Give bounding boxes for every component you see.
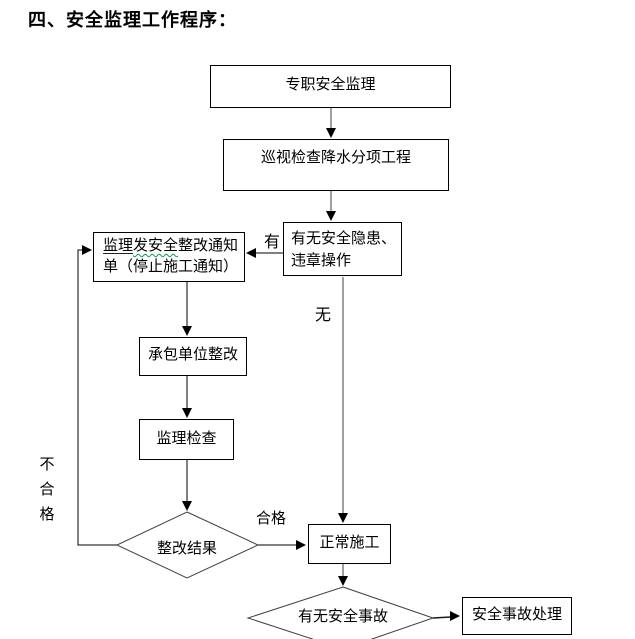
connector-normal-to-accident (338, 564, 348, 586)
flow-node-supervisor-check-label: 监理检查 (156, 431, 217, 447)
flow-node-normal-construction-label: 正常施工 (319, 535, 380, 551)
flow-node-accident-handling-label: 安全事故处理 (471, 607, 562, 623)
flow-node-hazard-check: 有无安全隐患、 违章操作 (283, 222, 402, 276)
flow-node-inspection: 巡视检查降水分项工程 (223, 139, 449, 191)
flow-node-supervisor: 专职安全监理 (210, 65, 451, 108)
connector-result-to-normal (258, 540, 306, 550)
diamond-label-rectify-result: 整改结果 (156, 541, 217, 557)
edge-label-no: 无 (315, 307, 332, 324)
connector-inspection-to-hazard (326, 191, 336, 221)
flow-node-accident-handling: 安全事故处理 (462, 597, 572, 635)
flow-node-notice-seg-rest: 整改通知 (178, 238, 239, 254)
flow-node-rectify-notice: 监理发安全整改通知 单（停止施工通知） (93, 232, 245, 282)
connector-supervisor-to-inspection (326, 108, 336, 138)
edge-label-unqualified: 不合格 (39, 457, 55, 523)
edge-label-qualified: 合格 (256, 511, 287, 527)
flow-node-notice-seg-underlined: 监理 (103, 238, 134, 254)
decision-diamond-rectify-result (115, 511, 260, 579)
connector-result-feedback-to-notice (77, 245, 117, 546)
flow-node-hazard-line2: 违章操作 (291, 253, 352, 269)
flow-node-supervisor-check: 监理检查 (139, 419, 234, 460)
flow-node-normal-construction: 正常施工 (308, 524, 391, 564)
flow-node-contractor-rectify: 承包单位整改 (139, 337, 247, 376)
page-title: 四、安全监理工作程序： (28, 10, 237, 30)
flow-node-contractor-rectify-label: 承包单位整改 (147, 347, 238, 363)
diamond-label-accident-check: 有无安全事故 (297, 609, 388, 625)
connector-accident-to-handling (432, 611, 460, 621)
flow-node-notice-seg-wavy: 发安全 (133, 238, 179, 254)
flow-node-supervisor-label: 专职安全监理 (285, 77, 376, 93)
connector-hazard-to-notice (246, 248, 283, 258)
flow-node-inspection-label: 巡视检查降水分项工程 (260, 150, 411, 166)
decision-diamond-accident-check (246, 586, 435, 639)
flow-node-hazard-line1: 有无安全隐患、 (291, 231, 397, 247)
connector-check-to-result (182, 460, 192, 511)
connector-notice-to-rectify (182, 282, 192, 336)
connector-rectify-to-check (182, 376, 192, 418)
connector-hazard-to-normal (338, 277, 348, 523)
flow-node-notice-line2: 单（停止施工通知） (103, 259, 239, 275)
edge-label-yes: 有 (264, 234, 281, 251)
